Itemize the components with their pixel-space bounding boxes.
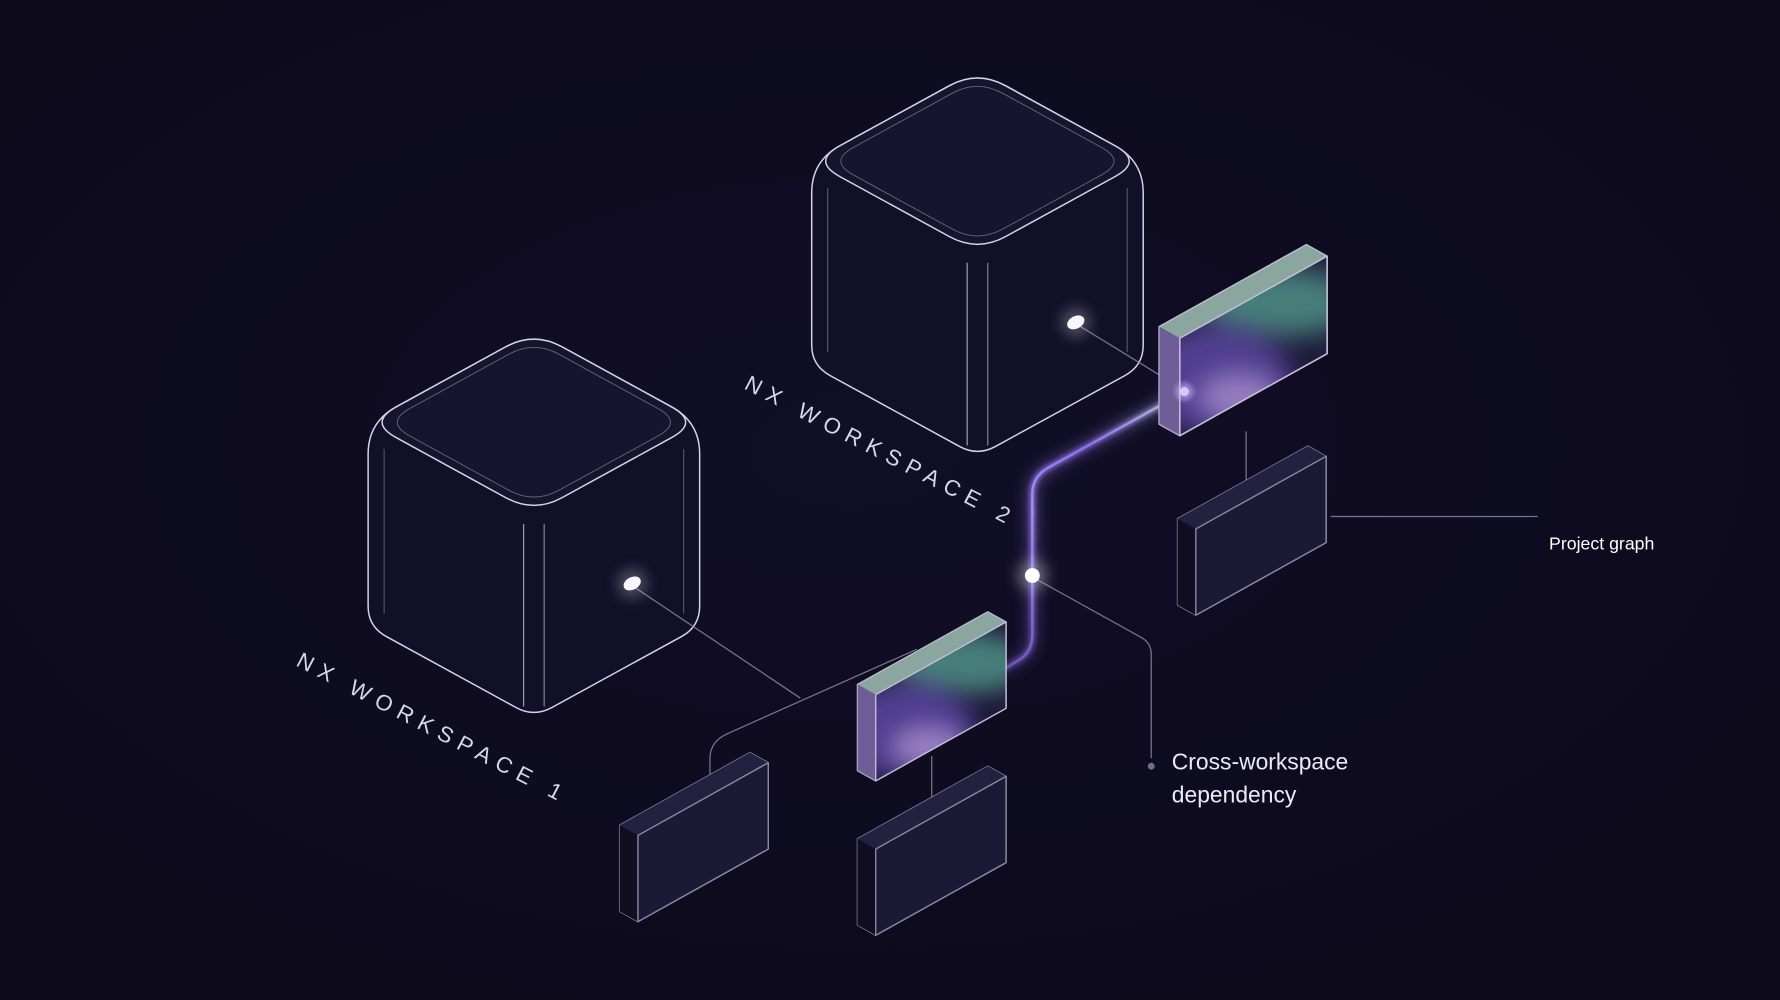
dependency-midpoint-dot xyxy=(1016,559,1049,592)
dependency-callout-dot xyxy=(1147,762,1155,770)
cross-dependency-label-line2: dependency xyxy=(1172,782,1297,808)
project-graph-label: Project graph xyxy=(1549,533,1654,553)
connector-dependency-callout-line xyxy=(1035,578,1152,759)
cube1-dot xyxy=(617,568,648,599)
cube2-dot xyxy=(1060,307,1091,338)
cross-dependency-label-line1: Cross-workspace xyxy=(1172,749,1348,775)
connector-cube1-dot-line xyxy=(635,587,801,699)
connector-elbow-nodeC-nodeD xyxy=(709,648,918,779)
nodeA-anchor-dot xyxy=(1175,382,1194,401)
